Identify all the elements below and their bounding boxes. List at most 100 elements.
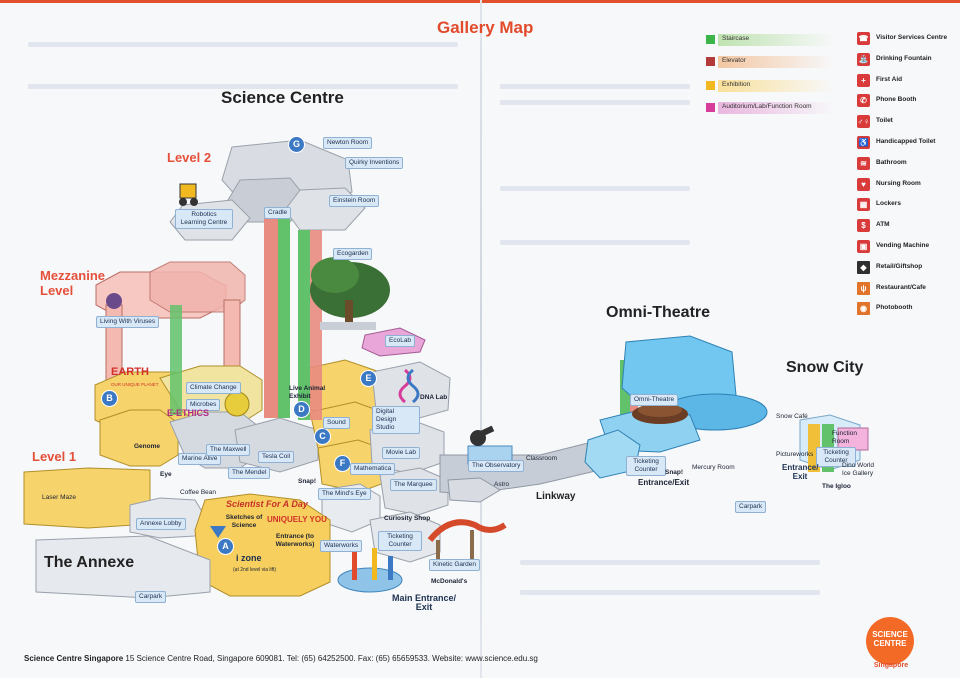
footer-org: Science Centre Singapore [24,654,124,663]
place-microbes[interactable]: Microbes [186,399,221,411]
place-main-entrance-exit[interactable]: Main Entrance/ Exit [392,593,457,612]
place-genome[interactable]: Genome [134,443,161,450]
bleed-through-line [520,590,820,595]
place-omni-entrance-exit[interactable]: Entrance/Exit [638,478,690,487]
place-uniquely-you[interactable]: UNIQUELY YOU [267,515,327,524]
place-marine-alive[interactable]: Marine Alive [178,453,222,465]
dna-helix [398,368,420,404]
place-movie-lab[interactable]: Movie Lab [382,447,420,459]
visitor-services-icon: ☎ [857,32,870,45]
bleed-through-line [520,560,820,565]
place-eye[interactable]: Eye [160,471,172,478]
place-annexe-lobby[interactable]: Annexe Lobby [136,518,186,530]
place-earth[interactable]: EARTH [111,366,149,378]
facility-label: Toilet [876,117,893,125]
zone-a-badge[interactable]: A [217,538,234,555]
bleed-through-line [500,240,690,245]
place-entrance-to-waterworks[interactable]: Entrance (to Waterworks) [275,533,315,548]
place-sketches-of-science[interactable]: Sketches of Science [225,514,263,529]
place-mcdonalds[interactable]: McDonald's [431,578,468,585]
place-pictureworks[interactable]: Pictureworks [776,451,814,458]
place-astro[interactable]: Astro [494,481,510,488]
place-cradle[interactable]: Cradle [264,207,292,219]
place-omni-ticketing-counter[interactable]: Ticketing Counter [626,456,666,476]
place-laser-maze[interactable]: Laser Maze [42,494,76,501]
area-snow-city: Snow City [786,359,864,376]
place-classroom[interactable]: Classroom [526,455,558,462]
place-the-marquee[interactable]: The Marquee [390,479,437,491]
footer-tel: Tel: (65) 64252500. [286,654,356,663]
place-snow-cafe[interactable]: Snow Café [776,413,808,420]
facility-item: +First Aid [857,73,957,90]
facility-label: Drinking Fountain [876,54,932,62]
level-2-label: Level 2 [167,150,212,165]
place-function-room[interactable]: Function Room [832,430,857,445]
place-robotics-learning-centre[interactable]: Robotics Learning Centre [175,209,233,229]
place-carpark-right[interactable]: Carpark [735,501,767,513]
place-dino-world-ice-gallery[interactable]: Dino World Ice Gallery [842,462,875,477]
place-i-zone[interactable]: i zone [236,553,262,563]
legend-swatch [706,103,715,112]
facility-item: ▦Lockers [857,198,957,214]
mezzanine-level-label: Mezzanine Level [40,268,106,298]
place-curiosity-shop[interactable]: Curiosity Shop [384,515,431,522]
zone-e-badge[interactable]: E [360,370,377,387]
facility-label: Nursing Room [876,179,921,187]
zone-b-badge[interactable]: B [101,390,118,407]
facility-item: ▣Vending Machine [857,240,957,256]
place-ticketing-counter[interactable]: Ticketing Counter [378,531,422,551]
place-the-igloo[interactable]: The Igloo [822,483,851,490]
facility-label: Lockers [876,200,901,208]
place-carpark-annexe[interactable]: Carpark [135,591,167,603]
place-ecolab[interactable]: EcoLab [385,335,416,347]
place-coffee-bean[interactable]: Coffee Bean [180,489,217,496]
facility-label: Bathroom [876,158,907,166]
place-e-ethics[interactable]: E-ETHICS [167,408,210,418]
place-climate-change[interactable]: Climate Change [186,382,241,394]
footer-address: 15 Science Centre Road, Singapore 609081… [125,654,285,663]
place-the-observatory[interactable]: The Observatory [468,460,525,472]
place-earth-subtitle: OUR UNIQUE PLANET [111,382,159,387]
place-dna-lab[interactable]: DNA Lab [420,394,448,401]
place-einstein-room[interactable]: Einstein Room [329,195,380,207]
facility-label: Visitor Services Centre [876,34,948,41]
place-the-minds-eye[interactable]: The Mind's Eye [318,488,371,500]
logo-text: SCIENCE CENTRE [872,630,908,648]
facility-label: First Aid [876,75,903,83]
legend-label: Exhibition [722,81,751,88]
area-annexe: The Annexe [44,554,135,571]
place-sound[interactable]: Sound [323,417,350,429]
place-snow-entrance-exit[interactable]: Entrance/ Exit [782,463,819,481]
place-quirky-inventions[interactable]: Quirky Inventions [345,157,404,169]
place-live-animal-exhibit[interactable]: Live Animal Exhibit [289,385,326,400]
place-the-mendel[interactable]: The Mendel [228,467,271,479]
zone-f-badge[interactable]: F [334,455,351,472]
footer-website[interactable]: Website: www.science.edu.sg [432,654,538,663]
place-digital-design-studio[interactable]: Digital Design Studio [372,406,420,434]
place-waterworks[interactable]: Waterworks [320,540,363,552]
place-mercury-room[interactable]: Mercury Room [692,464,735,471]
place-mathematica[interactable]: Mathematica [350,463,396,475]
place-snow-ticketing-counter[interactable]: Ticketing Counter [816,447,856,467]
zone-g-badge[interactable]: G [288,136,305,153]
place-scientist-for-a-day[interactable]: Scientist For A Day [226,499,308,509]
zone-c-badge[interactable]: C [314,428,331,445]
place-newton-room[interactable]: Newton Room [323,137,373,149]
place-kinetic-garden[interactable]: Kinetic Garden [429,559,480,571]
footer-contact: Science Centre Singapore 15 Science Cent… [24,654,538,663]
footer-fax: Fax: (65) 65659533. [357,654,430,663]
place-omni-snap[interactable]: Snap! [665,469,684,476]
facility-label: Retail/Giftshop [876,262,923,270]
nursing-room-icon: ♥ [857,177,870,191]
zone-d-badge[interactable]: D [293,401,310,418]
page-fold [480,0,482,678]
entrance-marker-icon [210,526,226,538]
logo-subtitle: Singapore [873,662,909,669]
place-omni-theatre-tag[interactable]: Omni-Theatre [630,394,679,406]
place-ecogarden[interactable]: Ecogarden [333,248,373,260]
place-living-with-viruses[interactable]: Living With Viruses [96,316,160,328]
place-snap[interactable]: Snap! [298,478,317,485]
place-the-maxwell[interactable]: The Maxwell [206,444,251,456]
place-tesla-coil[interactable]: Tesla Coil [258,451,295,463]
